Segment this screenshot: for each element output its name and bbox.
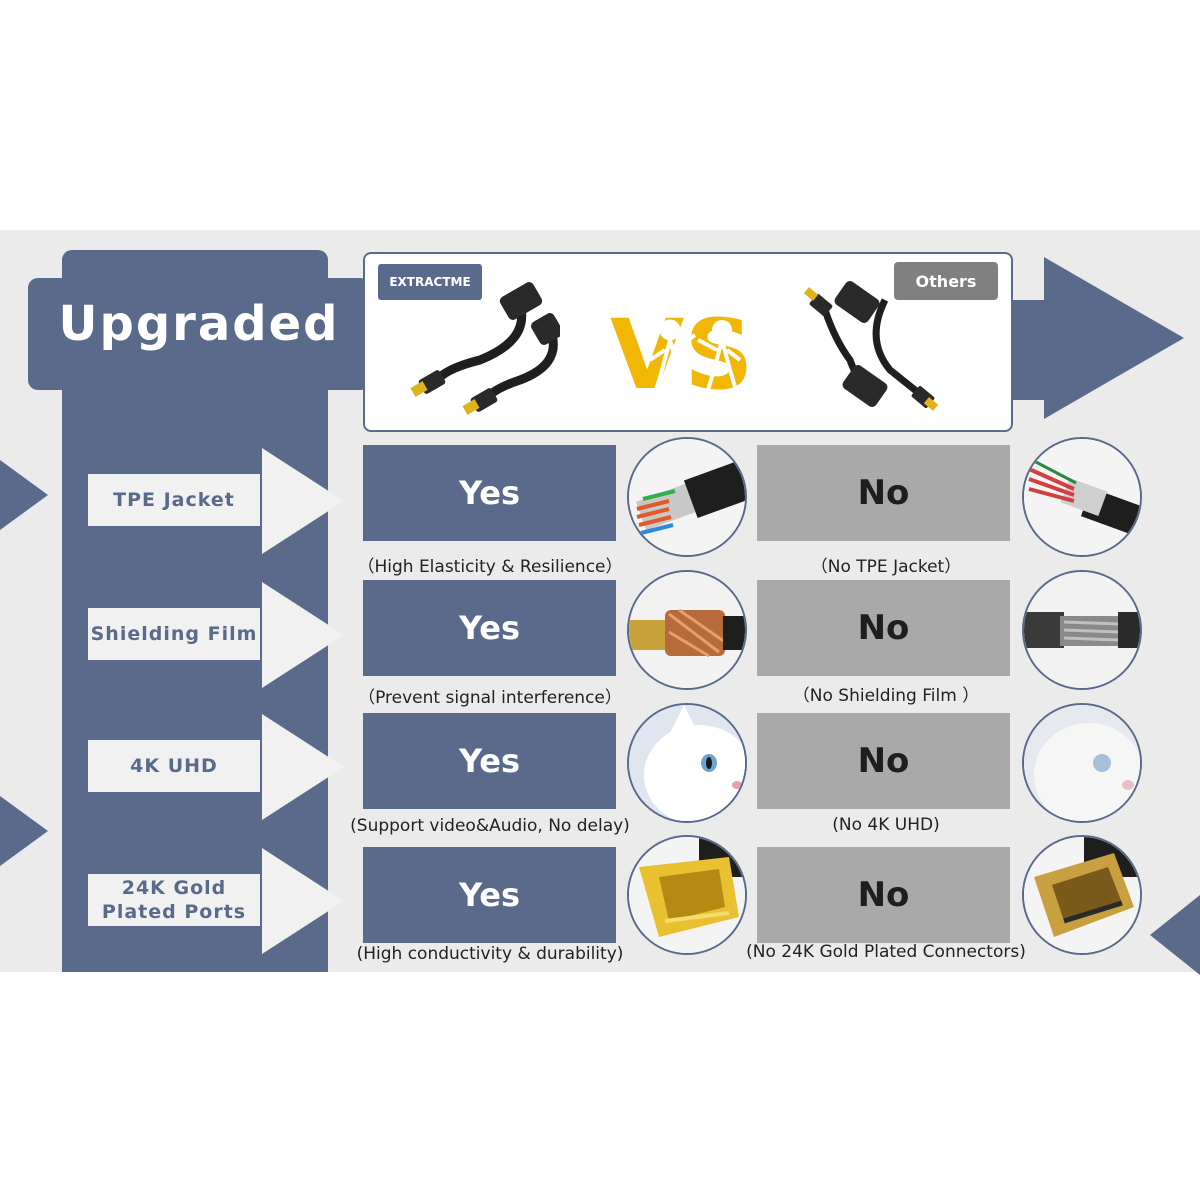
- row-arrow-icon: [262, 448, 344, 554]
- feature-label-shielding-film: Shielding Film: [88, 608, 260, 660]
- big-right-arrow-icon: [1044, 257, 1184, 419]
- yes-box-shielding-film: Yes: [363, 580, 616, 676]
- extractme-adapter-icon: [410, 282, 560, 415]
- left-edge-arrow-icon: [0, 796, 48, 866]
- no-shielding-photo-icon: [1022, 570, 1142, 690]
- no-caption-shielding-film: （No Shielding Film ）: [792, 686, 980, 706]
- no-box-4k-uhd: No: [757, 713, 1010, 809]
- feature-label-tpe-jacket: TPE Jacket: [88, 474, 260, 526]
- tpe-cable-photo-icon: [627, 437, 747, 557]
- row-arrow-icon: [262, 582, 344, 688]
- yes-box-4k-uhd: Yes: [363, 713, 616, 809]
- yes-caption-4k-uhd: (Support video&Audio, No delay): [350, 816, 630, 836]
- big-arrow-body: [1010, 300, 1050, 400]
- vs-fighters-icon: VS: [610, 300, 753, 400]
- title-block: [28, 278, 370, 390]
- yes-caption-tpe-jacket: （High Elasticity & Resilience）: [357, 557, 623, 577]
- plain-cable-photo-icon: [1022, 437, 1142, 557]
- right-edge-arrow-icon: [1150, 895, 1200, 975]
- white-cat-sharp-photo-icon: [627, 703, 747, 823]
- yes-box-24k-gold: Yes: [363, 847, 616, 943]
- yes-caption-24k-gold: (High conductivity & durability): [356, 944, 624, 964]
- plain-hdmi-plug-photo-icon: [1022, 835, 1142, 955]
- feature-label-24k-gold: 24K Gold Plated Ports: [88, 874, 260, 926]
- feature-label-4k-uhd: 4K UHD: [88, 740, 260, 792]
- others-badge: Others: [894, 262, 998, 300]
- yes-box-tpe-jacket: Yes: [363, 445, 616, 541]
- no-caption-tpe-jacket: （No TPE Jacket）: [810, 557, 962, 577]
- white-cat-blurry-photo-icon: [1022, 703, 1142, 823]
- page-title: Upgraded: [58, 296, 340, 352]
- no-box-shielding-film: No: [757, 580, 1010, 676]
- brand-badge: EXTRACTME: [378, 264, 482, 300]
- yes-caption-shielding-film: （Prevent signal interference）: [358, 688, 622, 708]
- no-caption-24k-gold: (No 24K Gold Plated Connectors): [746, 942, 1026, 962]
- no-caption-4k-uhd: (No 4K UHD): [832, 815, 940, 835]
- row-arrow-icon: [262, 714, 344, 820]
- left-edge-arrow-icon: [0, 460, 48, 530]
- others-adapter-icon: [803, 281, 939, 411]
- no-box-tpe-jacket: No: [757, 445, 1010, 541]
- shielding-braid-photo-icon: [627, 570, 747, 690]
- row-arrow-icon: [262, 848, 344, 954]
- gold-hdmi-plug-photo-icon: [627, 835, 747, 955]
- no-box-24k-gold: No: [757, 847, 1010, 943]
